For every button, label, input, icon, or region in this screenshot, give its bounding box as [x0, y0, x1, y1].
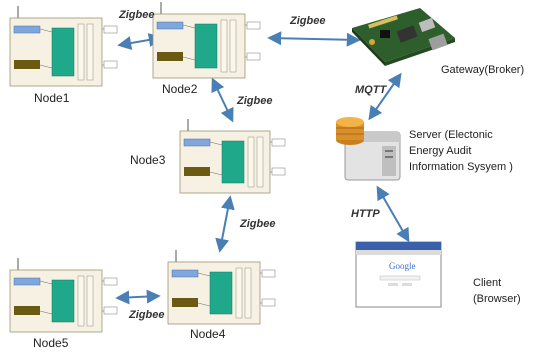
- node5-board: [9, 258, 118, 333]
- node2-sensor-top: [246, 21, 261, 30]
- node5-battery: [14, 306, 40, 315]
- server-device: [336, 117, 401, 181]
- node4-sensor-top: [261, 269, 276, 278]
- link-node3-node4: [215, 195, 235, 253]
- link-server-client: [376, 185, 410, 243]
- node5-adc-module: [86, 275, 94, 327]
- node2-sensor-bottom: [246, 52, 261, 61]
- node3-adc-module: [256, 136, 264, 188]
- node5-sensor-top: [103, 277, 118, 286]
- node5-sensor-bottom: [103, 306, 118, 315]
- node2-board: [152, 2, 261, 79]
- node3-sensor-bottom: [271, 167, 286, 176]
- node2-radio-module: [156, 21, 184, 30]
- node2-battery: [157, 52, 183, 61]
- server-label-line3: Information Sysyem ): [409, 161, 513, 173]
- node4-board: [167, 250, 276, 325]
- node2-label: Node2: [162, 82, 198, 96]
- node5-signal-module: [77, 275, 85, 327]
- node4-microcontroller: [209, 271, 233, 315]
- node1-microcontroller: [51, 27, 75, 77]
- node4-sensor-bottom: [261, 298, 276, 307]
- node1-wire-b: [39, 64, 53, 69]
- browser-google-logo: Google: [389, 261, 416, 271]
- node1-battery: [14, 60, 40, 69]
- node4-battery: [172, 298, 198, 307]
- node3-signal-module: [247, 136, 255, 188]
- node4-wire-b: [197, 302, 211, 307]
- node3-label: Node3: [130, 153, 166, 167]
- client-browser-window: [355, 241, 442, 308]
- node4-radio-module: [171, 269, 199, 278]
- node4-label: Node4: [190, 327, 226, 341]
- link-node2-node3: [211, 77, 234, 123]
- node5-radio-module: [13, 277, 41, 286]
- node5-label: Node5: [33, 336, 69, 350]
- link-node4-node5: [115, 289, 161, 305]
- link-node2-gateway: [267, 31, 361, 47]
- node3-microcontroller: [221, 140, 245, 184]
- mqtt-label: MQTT: [355, 84, 387, 96]
- node1-wire-a: [39, 28, 53, 33]
- client-label-line2: (Browser): [473, 293, 521, 305]
- node3-wire-a: [209, 141, 223, 146]
- link-gateway-server: [368, 72, 402, 121]
- node4-adc-module: [244, 267, 252, 319]
- zigbee-label-node1-node2: Zigbee: [119, 9, 155, 21]
- node5-microcontroller: [51, 279, 75, 323]
- node4-wire-a: [197, 272, 211, 277]
- node3-radio-module: [183, 138, 211, 147]
- node2-microcontroller: [194, 23, 218, 69]
- gateway-device: [352, 8, 455, 66]
- node3-battery: [184, 167, 210, 176]
- zigbee-label-node2-node3: Zigbee: [237, 95, 273, 107]
- node1-sensor-top: [103, 25, 118, 34]
- node4-signal-module: [235, 267, 243, 319]
- node1-adc-module: [86, 23, 94, 81]
- node2-adc-module: [229, 19, 237, 73]
- server-label-line1: Server (Electonic: [409, 129, 493, 141]
- http-label: HTTP: [351, 208, 380, 220]
- node2-wire-a: [182, 24, 196, 29]
- zigbee-label-node2-gateway: Zigbee: [290, 15, 326, 27]
- gateway-label: Gateway(Broker): [441, 64, 525, 76]
- client-label-line1: Client: [473, 277, 502, 289]
- node2-signal-module: [220, 19, 228, 73]
- node1-label: Node1: [34, 91, 70, 105]
- node1-radio-module: [13, 25, 41, 34]
- zigbee-label-node3-node4: Zigbee: [240, 218, 276, 230]
- node1-board: [9, 6, 118, 87]
- node3-sensor-top: [271, 138, 286, 147]
- node1-sensor-bottom: [103, 60, 118, 69]
- zigbee-label-node4-node5: Zigbee: [129, 309, 165, 321]
- node2-wire-b: [182, 56, 196, 61]
- node3-board: [179, 119, 286, 194]
- node1-signal-module: [77, 23, 85, 81]
- node5-wire-b: [39, 310, 53, 315]
- node5-wire-a: [39, 280, 53, 285]
- server-label-line2: Energy Audit: [409, 145, 472, 157]
- node3-wire-b: [209, 171, 223, 176]
